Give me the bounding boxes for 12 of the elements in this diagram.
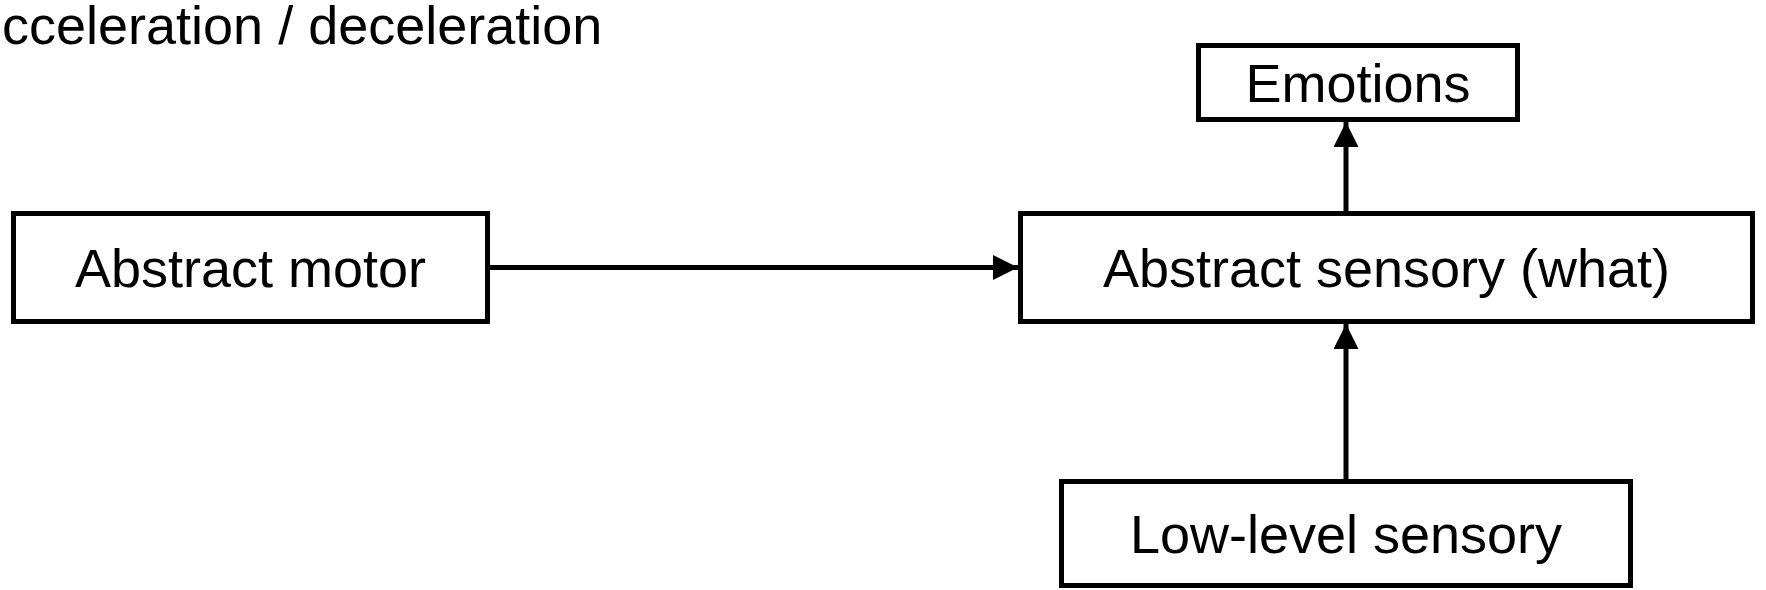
box-label: Abstract sensory (what) — [1102, 236, 1671, 299]
process-box — [11, 211, 490, 324]
arrow — [1333, 324, 1359, 479]
box-label: Emotions — [1245, 51, 1471, 114]
process-box — [1196, 43, 1520, 122]
title: cceleration / deceleration — [2, 0, 603, 56]
box-label: Low-level sensory — [1129, 502, 1563, 565]
box-label: Abstract motor — [74, 236, 427, 299]
arrow — [490, 255, 1018, 280]
process-box — [1018, 211, 1755, 324]
arrow — [1333, 122, 1359, 211]
process-box — [1059, 479, 1633, 588]
